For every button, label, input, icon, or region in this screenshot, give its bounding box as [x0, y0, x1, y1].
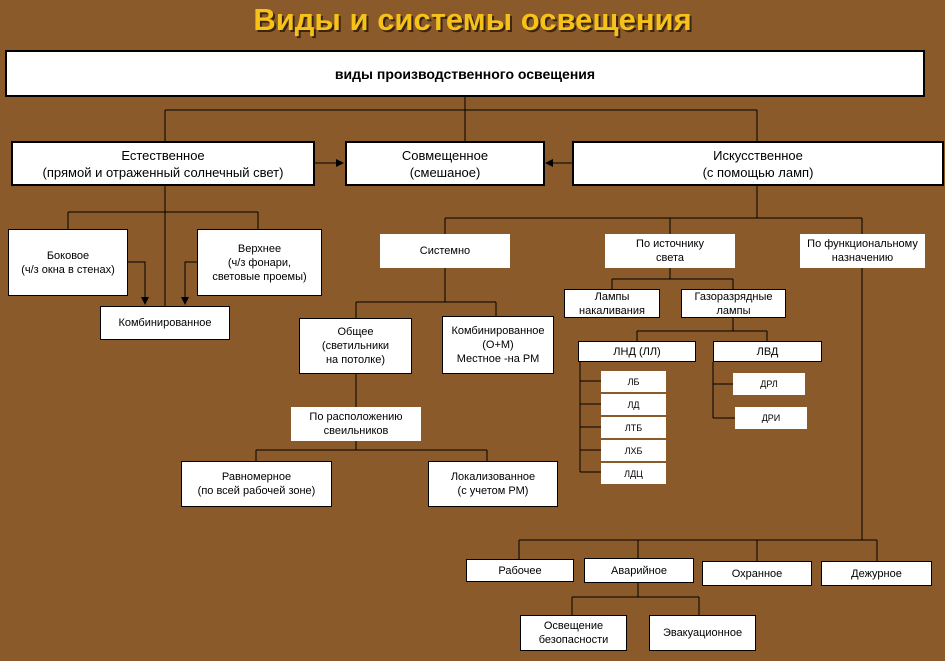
side-lighting-node: Боковое (ч/з окна в стенах)	[8, 229, 128, 296]
duty-lighting-node: Дежурное	[821, 561, 932, 586]
lhb-lamp-node: ЛХБ	[601, 440, 666, 461]
general-lighting-node: Общее (светильники на потолке)	[299, 318, 412, 374]
page-title: Виды и системы освещения	[253, 2, 692, 37]
combined-lighting-node: Совмещенное (смешаное)	[345, 141, 545, 186]
uniform-lighting-node: Равномерное (по всей рабочей зоне)	[181, 461, 332, 507]
localized-lighting-node: Локализованное (с учетом РМ)	[428, 461, 558, 507]
by-function-node: По функциональному назначению	[800, 234, 925, 268]
discharge-lamps-node: Газоразрядные лампы	[681, 289, 786, 318]
by-source-node: По источнику света	[605, 234, 735, 268]
by-location-node: По расположению свеильников	[291, 407, 421, 441]
ltb-lamp-node: ЛТБ	[601, 417, 666, 438]
lb-lamp-node: ЛБ	[601, 371, 666, 392]
dri-lamp-node: ДРИ	[735, 407, 807, 429]
root-node: виды производственного освещения	[5, 50, 925, 97]
lvd-node: ЛВД	[713, 341, 822, 362]
ldc-lamp-node: ЛДЦ	[601, 463, 666, 484]
top-lighting-node: Верхнее (ч/з фонари, световые проемы)	[197, 229, 322, 296]
security-lighting-node: Охранное	[702, 561, 812, 586]
system-node: Системно	[380, 234, 510, 268]
ld-lamp-node: ЛД	[601, 394, 666, 415]
evacuation-lighting-node: Эвакуационное	[649, 615, 756, 651]
working-lighting-node: Рабочее	[466, 559, 574, 582]
combined-natural-node: Комбинированное	[100, 306, 230, 340]
safety-lighting-node: Освещение безопасности	[520, 615, 627, 651]
natural-lighting-node: Естественное (прямой и отраженный солнеч…	[11, 141, 315, 186]
lnd-node: ЛНД (ЛЛ)	[578, 341, 696, 362]
incandescent-lamps-node: Лампы накаливания	[564, 289, 660, 318]
combined-om-node: Комбинированное (О+М) Местное -на РМ	[442, 316, 554, 374]
emergency-lighting-node: Аварийное	[584, 558, 694, 583]
drl-lamp-node: ДРЛ	[733, 373, 805, 395]
artificial-lighting-node: Искусственное (с помощью ламп)	[572, 141, 944, 186]
